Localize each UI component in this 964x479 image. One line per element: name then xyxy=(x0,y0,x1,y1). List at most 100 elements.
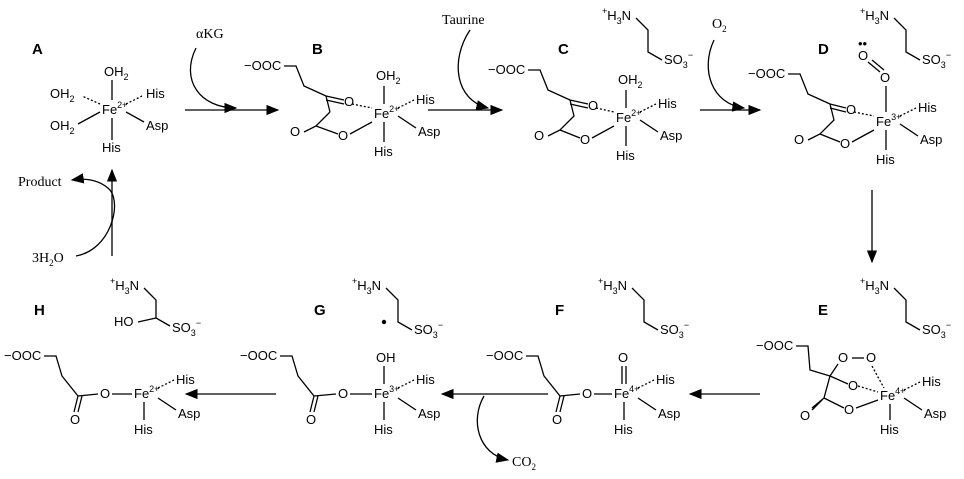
b-fe: Fe2+ xyxy=(374,104,399,121)
e-o-carbonyl: O xyxy=(800,408,810,423)
e-his-bottom: His xyxy=(880,422,899,437)
panel-label-c: C xyxy=(558,41,569,58)
c-asp: Asp xyxy=(660,128,682,143)
h-fe: Fe2+ xyxy=(134,384,159,401)
curved-arrow-co2 xyxy=(476,395,510,463)
b-ooc: −OOC xyxy=(244,58,281,73)
c-his-right: His xyxy=(658,96,677,111)
structure-a: Fe2+ OH2 His OH2 OH2 His Asp xyxy=(50,64,168,155)
panel-label-h: H xyxy=(34,302,45,319)
e-taurine-h3n: +H3N xyxy=(860,276,889,296)
a-his-right: His xyxy=(146,86,165,101)
structure-f: +H3N SO3− −OOC O O Fe4+ O His His Asp xyxy=(486,276,689,437)
curved-arrow-water-product xyxy=(70,173,116,257)
f-his-bottom: His xyxy=(614,422,633,437)
g-o-ester: O xyxy=(338,386,348,401)
h-o-carbonyl: O xyxy=(70,412,80,427)
g-his-right: His xyxy=(416,372,435,387)
structure-e: +H3N SO3− −OOC O O O O O Fe4+ His His As… xyxy=(756,276,951,437)
d-o-bound: O xyxy=(880,70,890,85)
f-o-carbonyl: O xyxy=(552,412,562,427)
a-oh2-left2: OH2 xyxy=(50,118,75,136)
d-his-bottom: His xyxy=(876,152,895,167)
h-his-right: His xyxy=(176,372,195,387)
reagent-co2: CO2 xyxy=(512,455,536,472)
c-taurine-h3n: +H3N xyxy=(602,6,631,26)
g-ooc: −OOC xyxy=(240,348,277,363)
d-o-keto: O xyxy=(846,102,856,117)
b-his-right: His xyxy=(416,92,435,107)
c-o-keto: O xyxy=(588,98,598,113)
c-o-carboxyl: O xyxy=(580,132,590,147)
c-oh2: OH2 xyxy=(618,72,643,90)
g-o-carbonyl: O xyxy=(306,412,316,427)
f-o-ester: O xyxy=(582,386,592,401)
e-o-peroxo1: O xyxy=(838,350,848,365)
d-ooc: −OOC xyxy=(748,66,785,81)
g-fe: Fe3+ xyxy=(374,384,399,401)
f-o-oxo: O xyxy=(618,350,628,365)
b-o-carboxyl: O xyxy=(338,128,348,143)
e-fe: Fe4+ xyxy=(880,386,905,403)
f-asp: Asp xyxy=(658,406,680,421)
c-ooc: −OOC xyxy=(488,62,525,77)
d-taurine-h3n: +H3N xyxy=(860,6,889,26)
f-taurine-so3: SO3− xyxy=(660,320,689,340)
b-his-bottom: His xyxy=(374,144,393,159)
d-taurine-so3: SO3− xyxy=(922,50,951,70)
f-ooc: −OOC xyxy=(486,348,523,363)
e-o-ether: O xyxy=(848,378,858,393)
panel-label-d: D xyxy=(818,41,829,58)
reagent-akg: αKG xyxy=(196,27,224,42)
e-o-peroxo2: O xyxy=(866,350,876,365)
reagent-product: Product xyxy=(18,175,62,190)
d-asp: Asp xyxy=(920,132,942,147)
panel-label-e: E xyxy=(818,302,828,319)
structure-c: +H3N SO3− −OOC O O O Fe2+ OH2 His His As… xyxy=(488,6,693,163)
e-asp: Asp xyxy=(924,406,946,421)
e-ooc: −OOC xyxy=(756,338,793,353)
a-fe: Fe2+ xyxy=(102,100,127,117)
curved-arrow-akg xyxy=(189,47,238,114)
b-o-carbonyl: O xyxy=(290,124,300,139)
c-his-bottom: His xyxy=(616,148,635,163)
g-radical-dot xyxy=(381,319,387,325)
b-asp: Asp xyxy=(418,124,440,139)
a-his-bottom: His xyxy=(102,140,121,155)
g-his-bottom: His xyxy=(374,422,393,437)
h-asp: Asp xyxy=(178,406,200,421)
e-taurine-so3: SO3− xyxy=(922,320,951,340)
g-asp: Asp xyxy=(418,406,440,421)
a-oh2-top: OH2 xyxy=(104,64,129,82)
structure-h: +H3N HO SO3− −OOC O O Fe2+ His His Asp xyxy=(4,276,201,437)
f-his-right: His xyxy=(656,372,675,387)
h-o-ester: O xyxy=(100,386,110,401)
reagent-taurine: Taurine xyxy=(442,13,485,28)
c-taurine-so3: SO3− xyxy=(664,50,693,70)
d-o-radical-dots: •• xyxy=(858,36,868,51)
e-his-right: His xyxy=(922,374,941,389)
e-o-carboxyl: O xyxy=(844,402,854,417)
panel-label-f: F xyxy=(555,302,564,319)
curved-arrow-o2 xyxy=(707,39,746,112)
reagent-o2: O2 xyxy=(712,17,727,34)
g-oh: OH xyxy=(376,350,396,365)
h-ooc: −OOC xyxy=(4,348,41,363)
g-taurine-so3: SO3− xyxy=(414,320,443,340)
d-o-carbonyl: O xyxy=(794,132,804,147)
d-his-right: His xyxy=(918,100,937,115)
panel-label-a: A xyxy=(32,41,43,58)
a-asp: Asp xyxy=(146,118,168,133)
panel-label-b: B xyxy=(312,41,323,58)
d-fe: Fe3+ xyxy=(876,112,901,129)
h-ho: HO xyxy=(114,314,134,329)
b-o-keto: O xyxy=(344,94,354,109)
c-o-carbonyl: O xyxy=(534,128,544,143)
c-fe: Fe2+ xyxy=(616,108,641,125)
b-oh2: OH2 xyxy=(376,68,401,86)
structure-b: −OOC O O O Fe2+ OH2 His His Asp xyxy=(244,58,440,159)
d-o-carboxyl: O xyxy=(840,136,850,151)
d-o-superoxo: O xyxy=(858,48,868,63)
h-h3n: +H3N xyxy=(110,276,139,296)
